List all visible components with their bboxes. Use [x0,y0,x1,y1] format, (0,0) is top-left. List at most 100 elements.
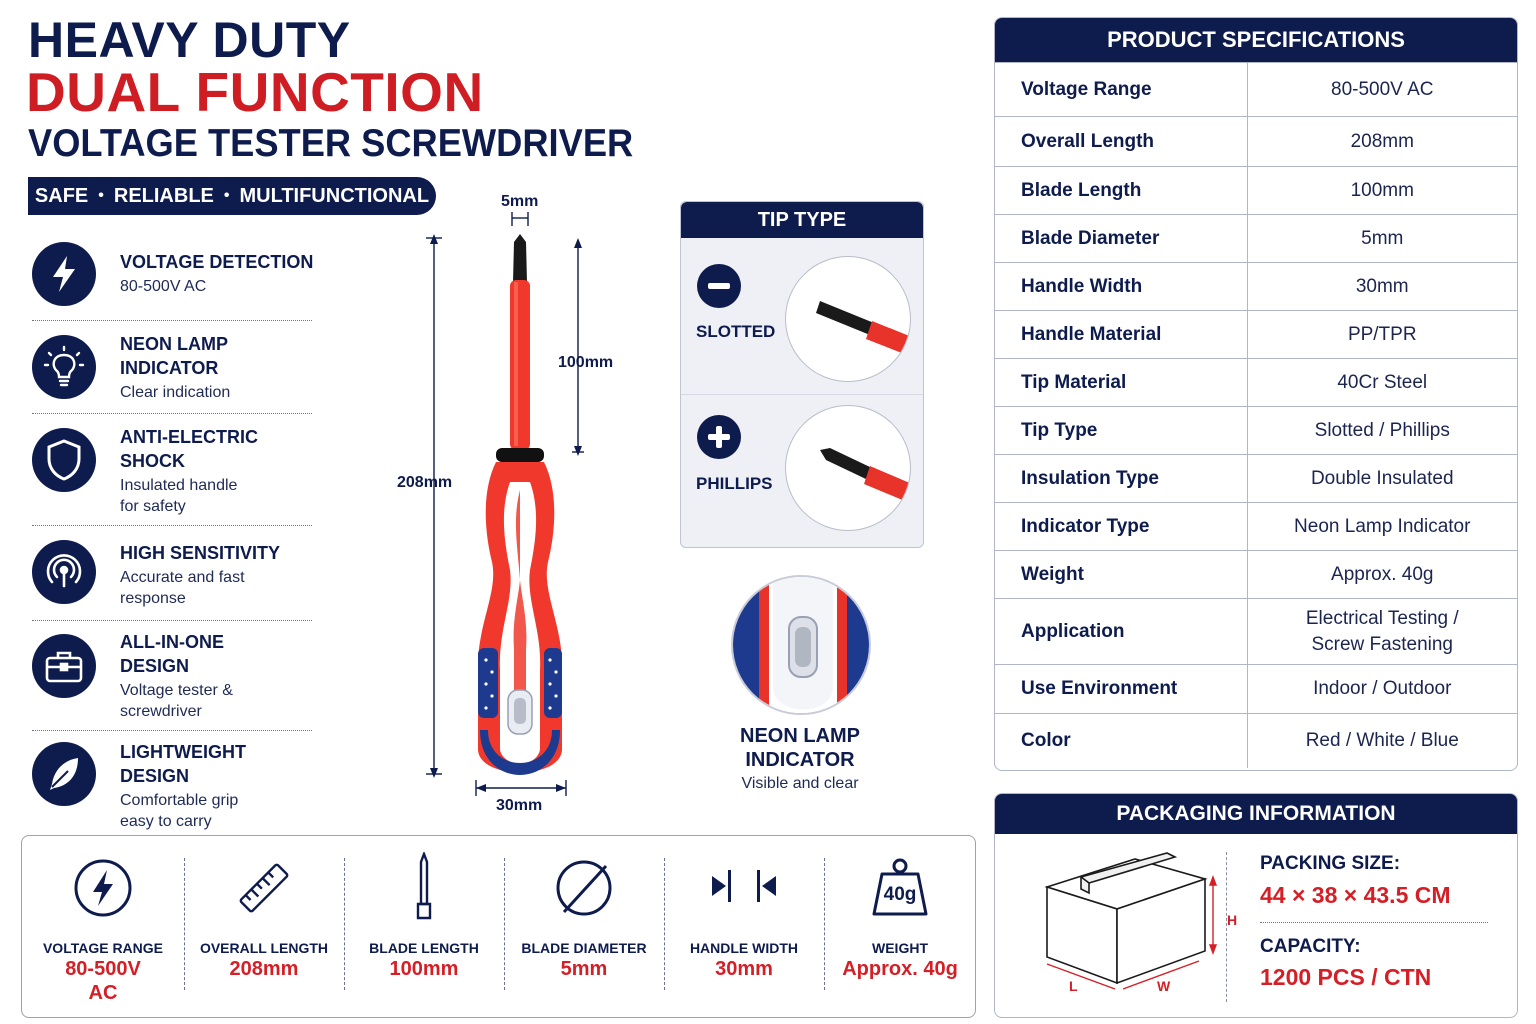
neon-lamp-title: NEON LAMP INDICATOR [740,725,860,771]
spec-value: 100mm [1247,166,1517,215]
signal-icon [32,540,96,604]
feature-desc: Accurate and fast response [120,569,245,607]
strip-value: 30mm [715,958,773,980]
lightning-icon [32,242,96,306]
spec-value: 80-500V AC [1247,62,1517,117]
tagline-item: MULTIFUNCTIONAL [239,184,430,207]
overall-length-label: 208mm [397,474,453,491]
feature-title: LIGHTWEIGHT DESIGN [120,742,246,786]
phillips-tip-image [785,405,911,531]
strip-label: HANDLE WIDTH [689,940,799,956]
feature-divider [32,320,312,321]
feature-desc: Insulated handle for safety [120,477,238,515]
spec-key: Application [995,598,1248,665]
packaging-separator [1260,922,1488,923]
box-length-label: L [1069,978,1078,994]
capacity-value: 1200 PCS / CTN [1260,964,1432,990]
feature-desc: Clear indication [120,384,231,401]
strip-value: 80-500V AC [65,958,141,1004]
spec-key: Overall Length [995,116,1248,167]
strip-divider [184,858,185,990]
feature-desc: Voltage tester & screwdriver [120,682,233,720]
strip-label: BLADE DIAMETER [521,940,647,956]
feature-high-sensitivity: HIGH SENSITIVITY Accurate and fast respo… [30,538,315,613]
spec-value: 30mm [1247,262,1517,311]
packing-size-label: PACKING SIZE: [1260,853,1401,874]
packaging-divider [1226,852,1227,1002]
strip-handle-width: HANDLE WIDTH 30mm [664,836,824,1019]
title-line1: HEAVY DUTY [28,12,351,68]
slotted-tip-image [785,256,911,382]
strip-weight: 40g WEIGHT Approx. 40g [824,836,976,1019]
tagline-pill: SAFE • RELIABLE • MULTIFUNCTIONAL [28,177,436,215]
strip-value: 100mm [389,958,459,980]
box-icon [1044,852,1218,990]
tip-width-label: 5mm [501,193,539,210]
spec-value: Red / White / Blue [1247,713,1517,768]
feature-all-in-one: ALL-IN-ONE DESIGN Voltage tester & screw… [30,630,315,725]
strip-value: 5mm [560,958,608,980]
spec-key: Use Environment [995,664,1248,714]
handle-width-label: 30mm [496,797,543,814]
packaging-header: PACKAGING INFORMATION [995,794,1517,834]
spec-value: 5mm [1247,214,1517,263]
strip-blade-length: BLADE LENGTH 100mm [344,836,504,1019]
tagline-item: RELIABLE [113,184,214,207]
strip-voltage-range: VOLTAGE RANGE 80-500V AC [22,836,184,1019]
spec-key: Blade Diameter [995,214,1248,263]
feature-anti-shock: ANTI-ELECTRIC SHOCK Insulated handle for… [30,425,315,520]
spec-key: Tip Material [995,358,1248,407]
feature-title: HIGH SENSITIVITY [120,543,281,563]
box-height-label: H [1227,912,1238,928]
packing-size-value: 44 × 38 × 43.5 CM [1260,882,1451,908]
spec-key: Blade Length [995,166,1248,215]
width-arrows-icon [712,870,776,902]
spec-key: Handle Width [995,262,1248,311]
slotted-label: SLOTTED [696,322,776,341]
strip-label: OVERALL LENGTH [199,940,329,956]
spec-key: Indicator Type [995,502,1248,551]
spec-key: Handle Material [995,310,1248,359]
feature-neon-lamp: NEON LAMP INDICATOR Clear indication [30,332,315,412]
spec-strip: VOLTAGE RANGE 80-500V AC OVERALL LENGTH … [21,835,976,1018]
feature-divider [32,413,312,414]
feature-divider [32,730,312,731]
feature-desc: 80-500V AC [120,278,207,295]
lightbulb-icon [32,335,96,399]
shield-icon [32,428,96,492]
feature-title: ALL-IN-ONE DESIGN [120,632,224,676]
spec-key: Tip Type [995,406,1248,455]
spec-header: PRODUCT SPECIFICATIONS [995,18,1517,62]
strip-divider [344,858,345,990]
weight-icon-text: 40g [883,884,917,905]
strip-label: BLADE LENGTH [369,940,479,956]
spec-value: Approx. 40g [1247,550,1517,599]
strip-blade-diameter: BLADE DIAMETER 5mm [504,836,664,1019]
strip-divider [664,858,665,990]
lightning-icon [74,859,132,917]
tagline-dot: • [98,187,104,204]
spec-value: Indoor / Outdoor [1247,664,1517,714]
ruler-icon [239,863,289,913]
toolbox-icon [32,634,96,698]
strip-value: 208mm [229,958,299,980]
strip-label: WEIGHT [872,940,928,956]
diameter-icon [556,860,612,916]
tip-type-header: TIP TYPE [681,202,923,238]
title-line2: DUAL FUNCTION [26,61,484,123]
screwdriver-illustration [426,212,584,796]
